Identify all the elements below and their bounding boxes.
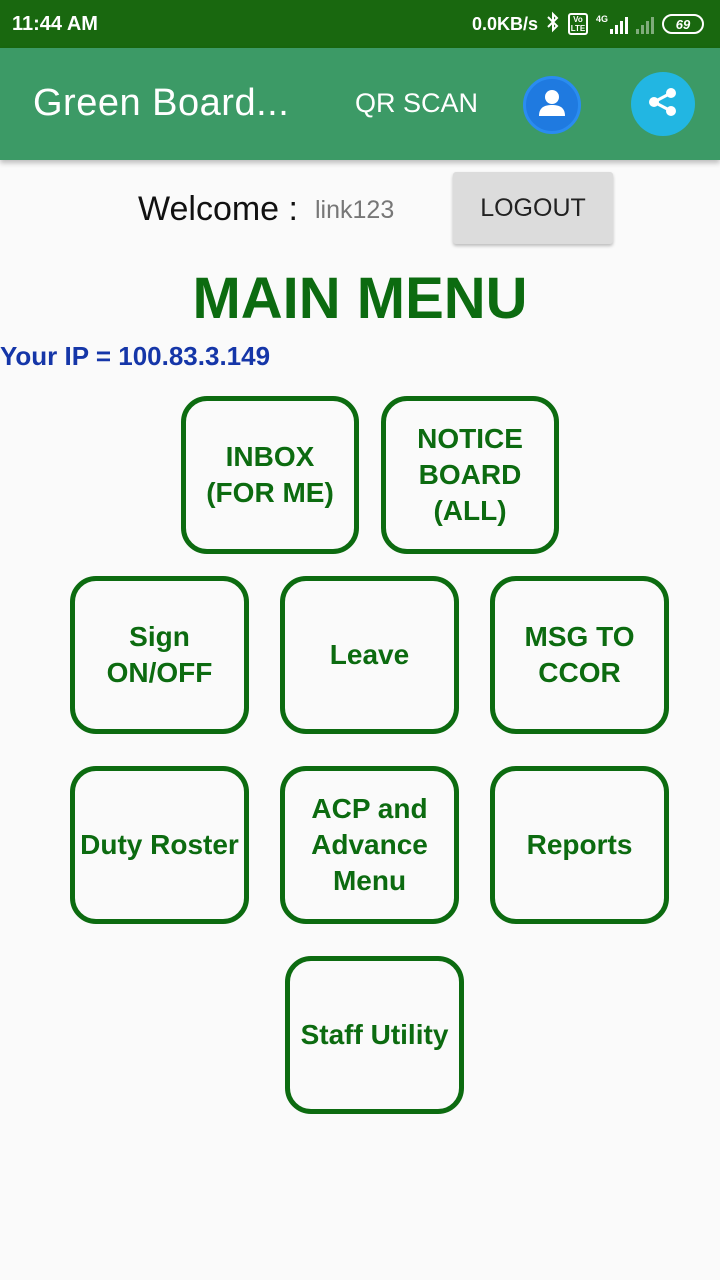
welcome-username: link123: [315, 196, 395, 224]
qr-scan-button[interactable]: QR SCAN: [355, 88, 479, 118]
welcome-label: Welcome :: [138, 190, 298, 228]
main-menu-title: MAIN MENU: [192, 266, 528, 331]
battery-icon: 69: [662, 14, 704, 34]
tile-label: Duty Roster: [80, 829, 239, 860]
tile-label: NOTICE BOARD (ALL): [417, 423, 523, 526]
msg-to-ccor-button[interactable]: MSG TO CCOR: [490, 576, 669, 734]
app-bar: Green Board... QR SCAN: [0, 48, 720, 160]
acp-advance-menu-button[interactable]: ACP and Advance Menu: [280, 766, 459, 924]
share-icon: [645, 84, 681, 125]
inbox-button[interactable]: INBOX (FOR ME): [181, 396, 359, 554]
status-time: 11:44 AM: [12, 12, 98, 35]
leave-button[interactable]: Leave: [280, 576, 459, 734]
tile-label: Staff Utility: [300, 1019, 449, 1050]
net-speed: 0.0KB/s: [471, 13, 538, 34]
share-button[interactable]: [631, 72, 695, 136]
sign-on-off-button[interactable]: Sign ON/OFF: [70, 576, 249, 734]
reports-button[interactable]: Reports: [490, 766, 669, 924]
app-title: Green Board...: [33, 82, 290, 124]
person-icon: [535, 86, 569, 125]
tile-label: ACP and Advance Menu: [311, 793, 428, 896]
tile-label: Leave: [329, 639, 410, 670]
ip-address: Your IP = 100.83.3.149: [0, 341, 271, 371]
signal-icon-2: [636, 14, 654, 34]
logout-button[interactable]: LOGOUT: [453, 172, 613, 244]
notice-board-button[interactable]: NOTICE BOARD (ALL): [381, 396, 559, 554]
staff-utility-button[interactable]: Staff Utility: [285, 956, 464, 1114]
tile-label: Sign ON/OFF: [106, 621, 213, 688]
tile-label: Reports: [526, 829, 633, 860]
tile-label: INBOX (FOR ME): [206, 441, 334, 508]
signal-icon: 4G: [596, 14, 628, 34]
tile-label: MSG TO CCOR: [524, 621, 635, 688]
bluetooth-icon: [546, 11, 560, 38]
duty-roster-button[interactable]: Duty Roster: [70, 766, 249, 924]
profile-button[interactable]: [523, 76, 581, 134]
